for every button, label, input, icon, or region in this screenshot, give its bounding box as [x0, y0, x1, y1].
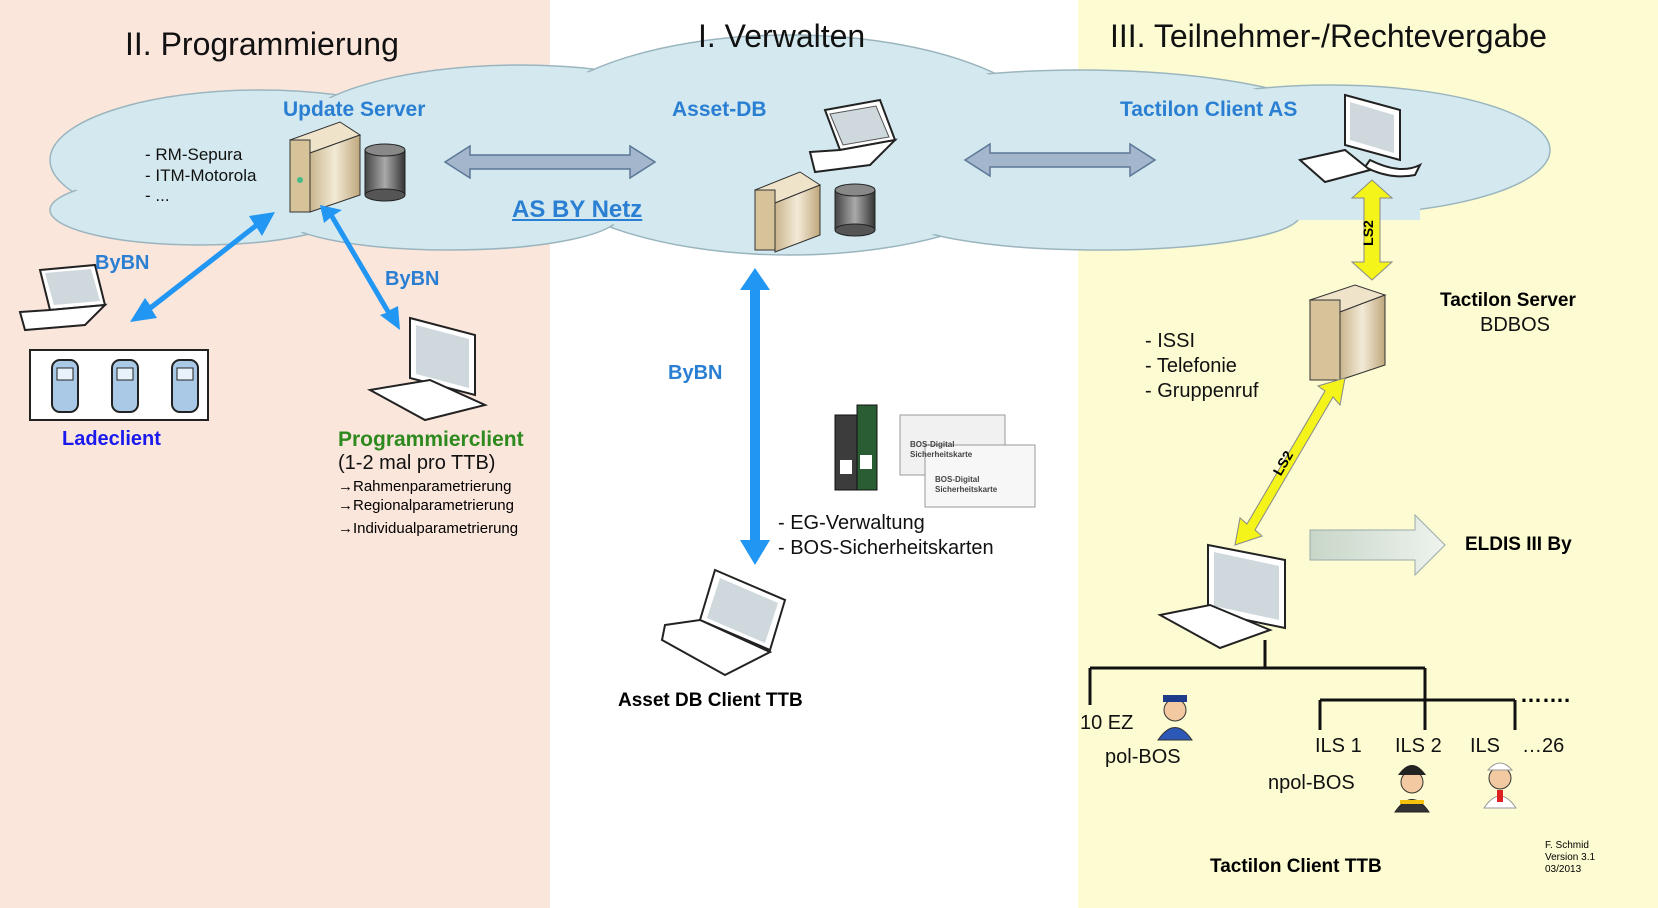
credit-line: Version 3.1 [1545, 852, 1596, 863]
server-list-item: - ITM-Motorola [145, 166, 257, 185]
ls2-upper-label: LS2 [1359, 220, 1376, 246]
bybn-ladeclient-arrow [130, 212, 275, 322]
radio-handset-icon [51, 359, 199, 413]
asset-note: - EG-Verwaltung [778, 512, 925, 534]
ils-label: ILS [1470, 735, 1501, 757]
ils-count-label: …26 [1522, 735, 1565, 757]
update-server-icon [288, 121, 362, 213]
programmierclient-frequency: (1-2 mal pro TTB) [338, 452, 496, 474]
asset-db-laptop-icon [808, 98, 898, 174]
credit-line: 03/2013 [1545, 864, 1582, 875]
eldis-arrow [1309, 513, 1446, 577]
tactilon-server-subtitle: BDBOS [1480, 314, 1551, 336]
asset-db-label: Asset-DB [672, 98, 767, 121]
firefighter-icon [1394, 765, 1430, 813]
police-officer-icon [1157, 695, 1193, 741]
tactilon-client-as-pc-icon [1297, 93, 1423, 184]
tactilon-feature: - ISSI [1145, 330, 1196, 352]
ez-label: 10 EZ [1080, 712, 1134, 734]
asset-db-database-icon [834, 183, 876, 237]
paramedic-icon [1483, 762, 1517, 809]
asset-db-client-laptop-icon [660, 568, 787, 677]
tactilon-feature: - Gruppenruf [1145, 380, 1259, 402]
tactilon-client-ttb-pc-icon [1157, 543, 1286, 650]
ils2-label: ILS 2 [1395, 735, 1442, 757]
tactilon-server-title: Tactilon Server [1440, 290, 1576, 311]
tactilon-client-as-label: Tactilon Client AS [1120, 98, 1298, 121]
bybn-programmierclient-arrow [320, 205, 400, 330]
tactilon-feature: - Telefonie [1145, 355, 1237, 377]
pol-bos-label: pol-BOS [1105, 746, 1181, 768]
tactilon-client-ttb-label: Tactilon Client TTB [1210, 856, 1382, 877]
bybn-ladeclient-label: ByBN [95, 252, 150, 274]
distribution-tree [1088, 640, 1517, 730]
card-title: BOS-Digital [935, 475, 980, 484]
ladeclient-laptop-icon [18, 263, 108, 332]
bybn-programmierclient-label: ByBN [385, 268, 440, 290]
server-list-item: - RM-Sepura [145, 145, 243, 164]
section-title-programming: II. Programmierung [125, 26, 399, 62]
database-icon [364, 143, 406, 202]
programmierclient-pc-icon [366, 316, 489, 422]
security-card-icon [899, 414, 1036, 508]
asset-db-client-label: Asset DB Client TTB [618, 690, 803, 711]
section-title-participants: III. Teilnehmer-/Rechtevergabe [1110, 18, 1547, 54]
ls2-upper-arrow [1350, 179, 1394, 281]
credit-line: F. Schmid [1545, 840, 1589, 851]
card-subtitle: Sicherheitskarte [910, 450, 973, 459]
eldis-label: ELDIS III By [1465, 534, 1572, 555]
tactilon-server-icon [1308, 284, 1387, 381]
card-title: BOS-Digital [910, 440, 955, 449]
update-server-label: Update Server [283, 98, 426, 121]
programmierclient-item: →Rahmenparametrierung [338, 478, 512, 495]
ils1-label: ILS 1 [1315, 735, 1362, 757]
network-link[interactable]: AS BY Netz [512, 196, 643, 223]
bybn-asset-arrow [740, 268, 770, 565]
programmierclient-title: Programmierclient [338, 428, 524, 451]
bybn-asset-label: ByBN [668, 362, 723, 384]
ls2-lower-arrow [1234, 377, 1346, 546]
link-update-asset-arrow [443, 144, 657, 180]
programmierclient-item: →Regionalparametrierung [338, 497, 514, 514]
link-asset-tactilon-arrow [963, 142, 1157, 178]
binders-icon [834, 404, 878, 491]
more-ellipsis: ……. [1520, 682, 1571, 707]
card-subtitle: Sicherheitskarte [935, 485, 998, 494]
programmierclient-item: →Individualparametrierung [338, 520, 519, 537]
section-title-manage: I. Verwalten [698, 18, 866, 54]
npol-bos-label: npol-BOS [1268, 772, 1355, 794]
server-list-item: - ... [145, 186, 170, 205]
asset-note: - BOS-Sicherheitskarten [778, 537, 994, 559]
ladeclient-label: Ladeclient [62, 428, 161, 450]
asset-db-server-icon [753, 171, 822, 253]
